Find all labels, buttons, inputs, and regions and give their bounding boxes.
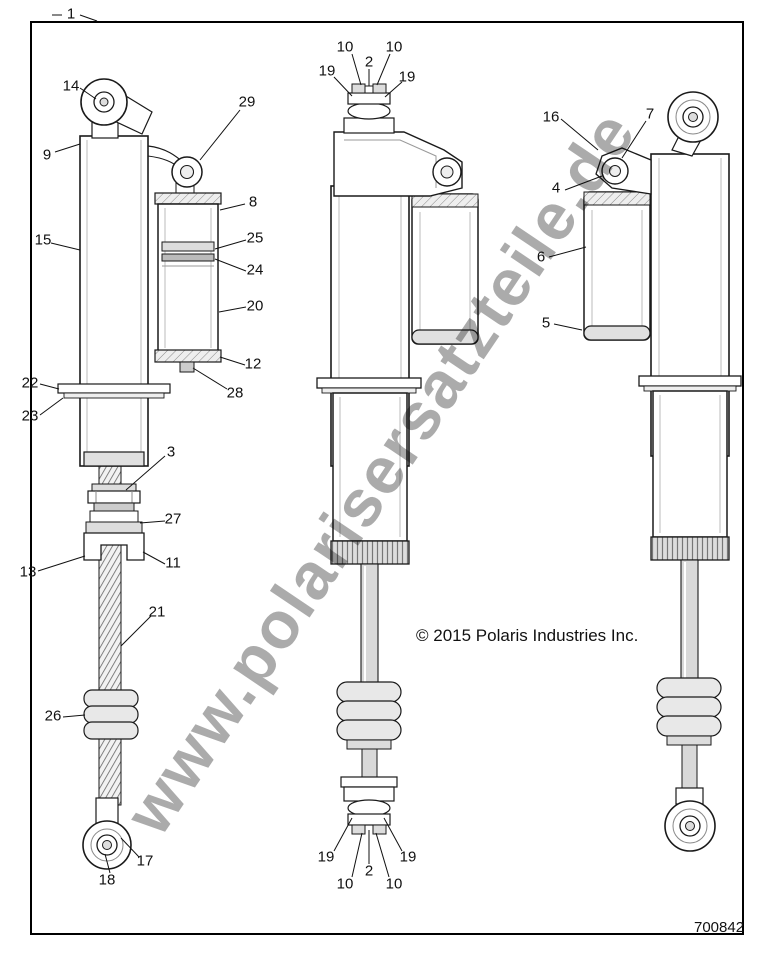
callout-10-top-left: 10 <box>336 38 354 56</box>
callout-19-top-left: 19 <box>318 62 336 80</box>
left-shock-illustration <box>57 78 222 870</box>
callout-14: 14 <box>62 77 80 95</box>
page-border <box>30 21 744 935</box>
callout-7: 7 <box>645 105 655 123</box>
callout-4: 4 <box>551 179 561 197</box>
callout-3: 3 <box>166 443 176 461</box>
callout-21: 21 <box>148 603 166 621</box>
callout-16: 16 <box>542 108 560 126</box>
part-number: 700842 <box>694 919 745 936</box>
callout-20: 20 <box>246 297 264 315</box>
callout-19-bottom-left: 19 <box>317 848 335 866</box>
callout-10-bottom-left: 10 <box>336 875 354 893</box>
callout-12: 12 <box>244 355 262 373</box>
callout-25: 25 <box>246 229 264 247</box>
callout-26: 26 <box>44 707 62 725</box>
callout-17: 17 <box>136 852 154 870</box>
callout-29: 29 <box>238 93 256 111</box>
callout-19-bottom-right: 19 <box>399 848 417 866</box>
callout-24: 24 <box>246 261 264 279</box>
callout-2-bottom: 2 <box>364 862 374 880</box>
callout-28: 28 <box>226 384 244 402</box>
callout-2-top: 2 <box>364 53 374 71</box>
callout-10-bottom-right: 10 <box>385 875 403 893</box>
callout-15: 15 <box>34 231 52 249</box>
callout-9: 9 <box>42 146 52 164</box>
callout-1-frame: 1 <box>66 5 76 23</box>
copyright-text: © 2015 Polaris Industries Inc. <box>416 626 639 645</box>
callout-23: 23 <box>21 407 39 425</box>
callout-10-top-right: 10 <box>385 38 403 56</box>
callout-leader-lines <box>37 14 647 878</box>
callout-27: 27 <box>164 510 182 528</box>
middle-shock-illustration <box>316 83 479 835</box>
callout-13: 13 <box>19 563 37 581</box>
callout-18: 18 <box>98 871 116 889</box>
right-shock-illustration <box>583 91 742 852</box>
callout-19-top-right: 19 <box>398 68 416 86</box>
callout-11: 11 <box>165 554 181 572</box>
callout-6: 6 <box>536 248 546 266</box>
callout-5: 5 <box>541 314 551 332</box>
callout-8: 8 <box>248 193 258 211</box>
callout-22: 22 <box>21 374 39 392</box>
